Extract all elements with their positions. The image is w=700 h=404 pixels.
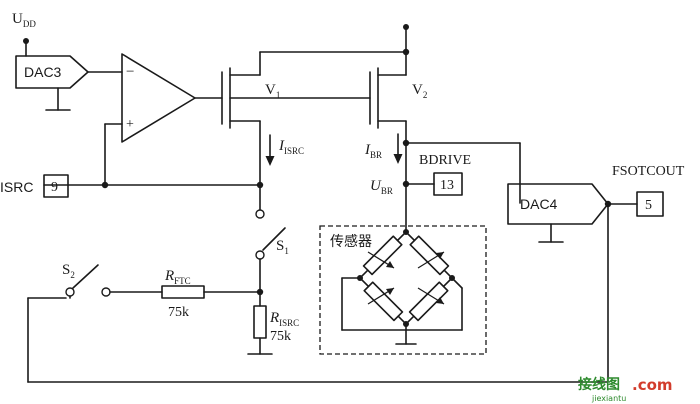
transistor-v1 bbox=[221, 51, 261, 186]
risrc-value: 75k bbox=[270, 329, 291, 344]
v1-label: V1 bbox=[265, 82, 280, 100]
isrc-current-label: IISRC bbox=[278, 138, 304, 156]
watermark-url: jiexiantu bbox=[591, 394, 626, 403]
pin-5-box bbox=[636, 191, 664, 217]
fsotcout-label: FSOTCOUT bbox=[612, 164, 685, 179]
fsotcout-net bbox=[604, 200, 638, 383]
dac3-ground bbox=[45, 87, 71, 111]
sensor-dashed-box bbox=[319, 225, 487, 355]
rftc-value: 75k bbox=[168, 305, 189, 320]
dac3-label: DAC3 bbox=[24, 64, 62, 80]
risrc-label: RISRC bbox=[269, 310, 299, 328]
watermark: 接线图 .com jiexiantu bbox=[578, 376, 673, 403]
vdd-supply bbox=[23, 38, 29, 57]
pin-5-number: 5 bbox=[645, 198, 652, 213]
s1-label: S1 bbox=[276, 238, 289, 256]
resistor-risrc bbox=[247, 291, 273, 355]
rftc-label: RFTC bbox=[164, 268, 191, 286]
switch-s1 bbox=[255, 184, 286, 293]
opamp-plus: + bbox=[126, 117, 134, 132]
isrc-feedback-net bbox=[43, 123, 261, 189]
opamp-minus: − bbox=[126, 64, 134, 80]
opamp bbox=[121, 53, 196, 143]
pin-13-box bbox=[433, 172, 463, 196]
dac4-block bbox=[507, 183, 609, 225]
pin-13-number: 13 bbox=[440, 178, 454, 193]
dac4-ground bbox=[538, 223, 564, 243]
bridge-drive-net bbox=[402, 139, 521, 204]
dac4-label: DAC4 bbox=[520, 196, 558, 212]
wheatstone-bridge bbox=[341, 229, 463, 345]
resistor-rftc bbox=[161, 285, 264, 299]
watermark-domain: .com bbox=[632, 376, 673, 394]
pin-9-box bbox=[43, 174, 69, 198]
dac3-block bbox=[15, 55, 89, 89]
ibr-label: IBR bbox=[364, 142, 382, 160]
s2-label: S2 bbox=[62, 262, 75, 280]
ibr-current-arrow bbox=[393, 133, 403, 164]
sensor-label: 传感器 bbox=[330, 233, 372, 250]
vdd-label: UDD bbox=[12, 11, 36, 29]
transistor-v2 bbox=[369, 51, 407, 233]
bdrive-label: BDRIVE bbox=[419, 153, 471, 168]
top-supply-rail bbox=[259, 24, 410, 56]
switch-s2 bbox=[27, 264, 609, 383]
v2-label: V2 bbox=[412, 82, 427, 100]
pin-9-number: 9 bbox=[51, 180, 58, 195]
isrc-pin-label: ISRC bbox=[0, 179, 33, 195]
isrc-current-arrow bbox=[265, 134, 275, 166]
watermark-brand: 接线图 bbox=[578, 376, 620, 393]
ubr-label: UBR bbox=[370, 178, 393, 196]
